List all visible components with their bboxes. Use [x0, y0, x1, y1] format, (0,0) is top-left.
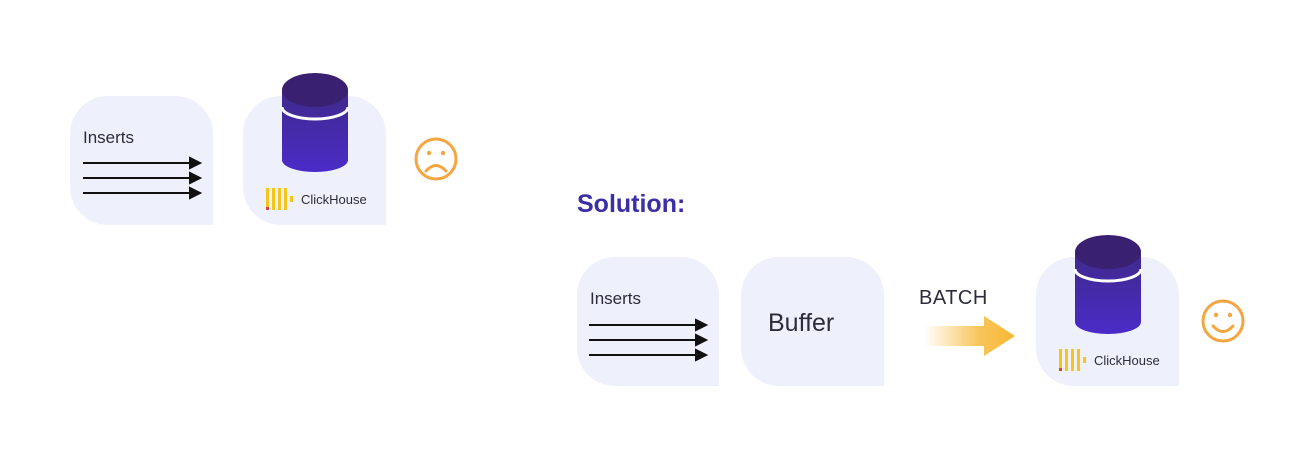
solution-clickhouse-logo: ClickHouse	[1059, 349, 1160, 371]
sad-face-icon	[414, 137, 458, 181]
solution-clickhouse-text: ClickHouse	[1094, 352, 1160, 368]
clickhouse-bars-icon	[1059, 349, 1086, 371]
buffer-label: Buffer	[768, 309, 835, 337]
clickhouse-bars-icon	[266, 188, 293, 210]
batch-label: BATCH	[919, 287, 988, 309]
solution-inserts-label: Inserts	[590, 289, 642, 308]
problem-insert-arrows	[83, 156, 203, 200]
problem-clickhouse-text: ClickHouse	[301, 191, 367, 207]
solution-db-icon	[1073, 235, 1143, 334]
solution-heading: Solution:	[577, 190, 686, 218]
problem-inserts-label: Inserts	[83, 128, 135, 147]
problem-clickhouse-logo: ClickHouse	[266, 188, 367, 210]
happy-face-icon	[1201, 299, 1245, 343]
buffer-card	[741, 257, 884, 386]
solution-insert-arrows	[589, 318, 709, 362]
problem-db-icon	[280, 73, 350, 172]
batch-arrow-icon	[924, 316, 1015, 356]
